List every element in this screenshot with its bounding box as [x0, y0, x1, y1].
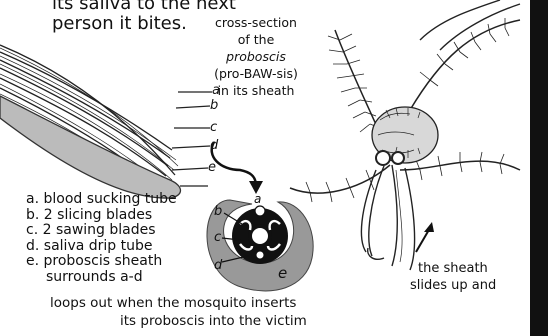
section-label-b: b: [214, 204, 222, 219]
legend-item-b: b. 2 slicing blades: [26, 208, 177, 224]
legend-item-e: e. proboscis sheath: [26, 254, 177, 270]
tip-label-b: b: [210, 98, 218, 113]
section-label-d: d: [214, 258, 222, 273]
saliva-tube-d: [256, 251, 264, 259]
caption-arrow: [212, 142, 256, 186]
legend: a. blood sucking tube b. 2 slicing blade…: [26, 192, 177, 285]
legend-item-d: d. saliva drip tube: [26, 239, 177, 255]
legend-item-a: a. blood sucking tube: [26, 192, 177, 208]
tip-label-d: d: [210, 138, 218, 153]
blade-pair: [250, 226, 270, 246]
section-label-a: a: [254, 192, 261, 206]
legend-item-e-cont: surrounds a-d: [26, 270, 177, 286]
tip-label-e: e: [208, 160, 216, 175]
tip-label-a: a: [212, 83, 220, 98]
section-label-c: c: [214, 230, 221, 245]
proboscis-tip-illustration: [0, 45, 212, 198]
sheath-note-line-2: slides up and: [410, 279, 496, 293]
bottom-caption-line-2: its proboscis into the victim: [120, 314, 307, 328]
legend-item-c: c. 2 sawing blades: [26, 223, 177, 239]
tip-label-c: c: [210, 120, 217, 135]
right-border: [530, 0, 548, 336]
bottom-caption-line-1: loops out when the mosquito inserts: [50, 296, 296, 310]
mosquito-illustration: [290, 0, 520, 270]
sheath-arrowhead: [424, 222, 434, 232]
section-label-e: e: [278, 264, 287, 282]
blood-tube-a: [255, 206, 265, 216]
cross-section-diagram: [207, 142, 313, 291]
sheath-note-line-1: the sheath: [418, 262, 488, 276]
